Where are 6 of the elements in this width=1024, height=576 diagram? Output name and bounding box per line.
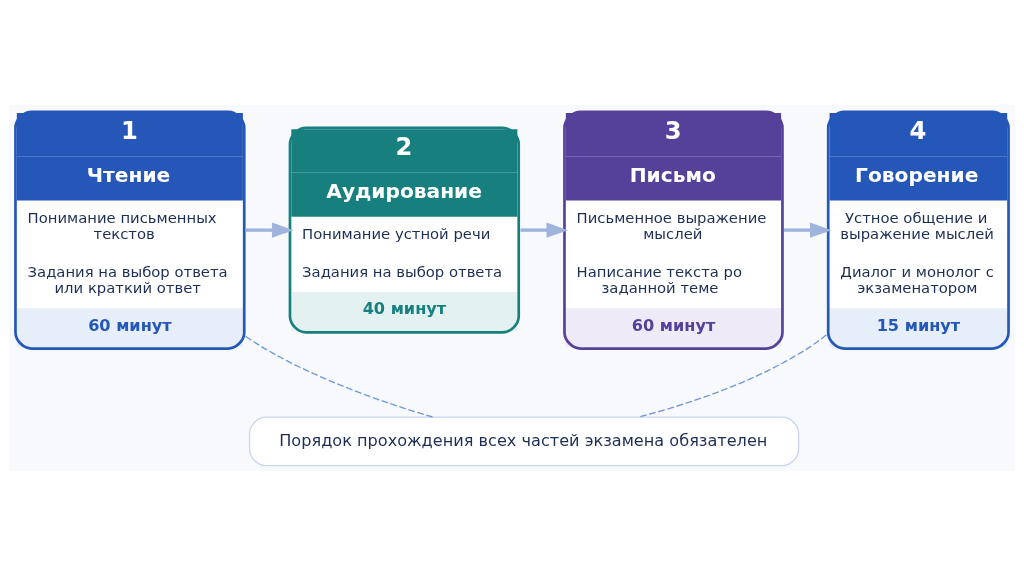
arrow [783,222,832,238]
node-box: Порядок прохождения всех частей экзамена обязателен [248,416,800,467]
connector [244,335,434,418]
connector [637,334,828,418]
arrow [245,222,294,238]
arrow [520,222,568,238]
